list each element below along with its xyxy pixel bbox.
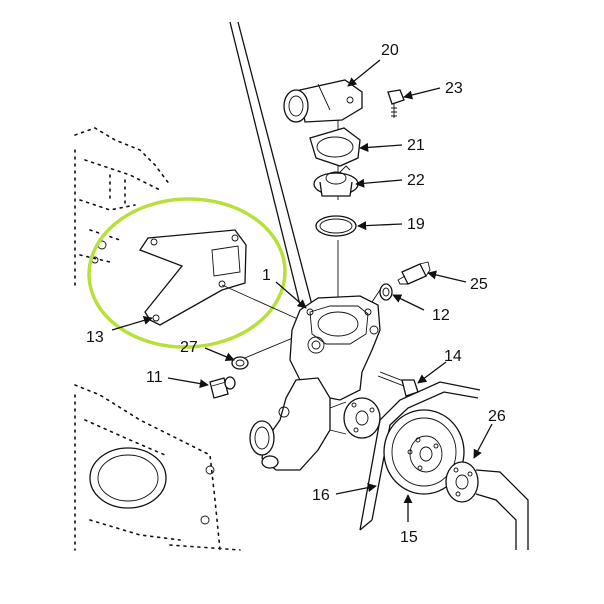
callout-26: 26 <box>488 408 506 425</box>
guide-lines <box>229 21 313 306</box>
engine-block-lower <box>74 384 241 551</box>
callout-19: 19 <box>407 216 425 233</box>
fan-hub-26 <box>445 461 529 550</box>
temp-sensor-25 <box>397 261 431 285</box>
callout-13: 13 <box>86 329 104 346</box>
callout-1: 1 <box>262 267 271 284</box>
highlight-ellipse <box>87 197 287 349</box>
callout-12: 12 <box>432 307 450 324</box>
thermostat-22 <box>313 165 359 197</box>
leader-lines <box>111 59 493 522</box>
bolt-14 <box>377 371 419 397</box>
gasket-plate-13 <box>139 229 247 326</box>
callout-14: 14 <box>444 348 462 365</box>
water-pump-body-1 <box>249 295 381 471</box>
bolt-23 <box>387 89 405 118</box>
water-outlet-20 <box>283 79 363 123</box>
callout-16: 16 <box>312 487 330 504</box>
callout-15: 15 <box>400 529 418 546</box>
callout-21: 21 <box>407 137 425 154</box>
washer-27 <box>231 356 249 370</box>
o-ring-19 <box>315 215 357 237</box>
callout-27: 27 <box>180 339 198 356</box>
callout-23: 23 <box>445 80 463 97</box>
plug-11 <box>209 376 236 399</box>
callout-11: 11 <box>146 369 163 386</box>
gasket-21 <box>309 127 361 167</box>
callout-25: 25 <box>470 276 488 293</box>
callout-20: 20 <box>381 42 399 59</box>
pulley-15 <box>383 409 465 495</box>
washer-12 <box>379 283 393 301</box>
callout-22: 22 <box>407 172 425 189</box>
callout-labels: 20 23 21 22 19 25 12 1 13 27 11 14 16 15… <box>86 42 506 546</box>
